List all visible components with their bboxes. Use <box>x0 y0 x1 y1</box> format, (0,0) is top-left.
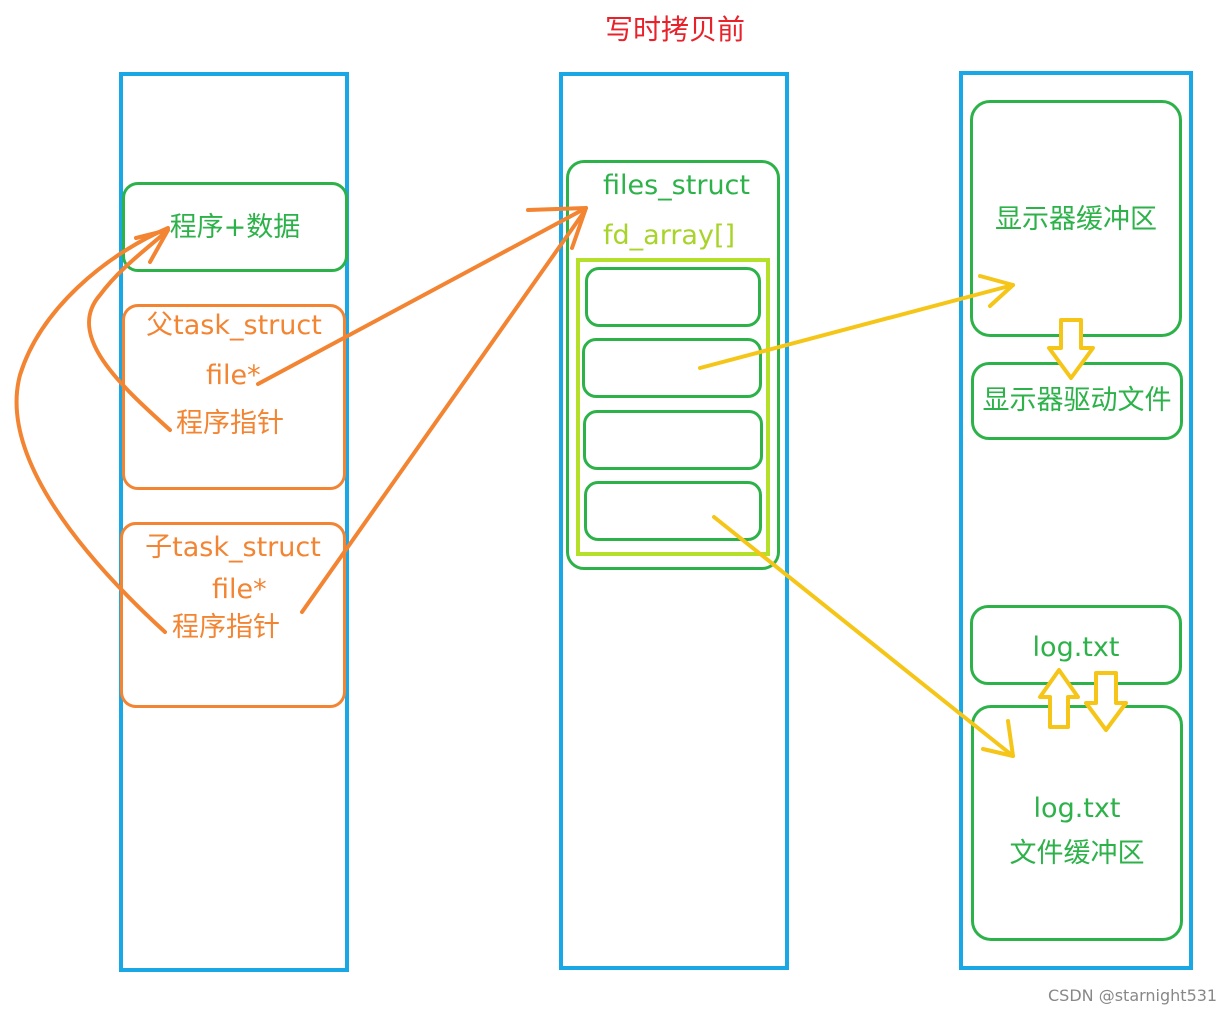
files-struct-label: files_struct <box>603 170 750 201</box>
fd-array-slot <box>584 481 762 541</box>
parent-program-pointer-label: 程序指针 <box>176 408 284 439</box>
fd-array-label: fd_array[] <box>603 220 736 251</box>
child-file-pointer-label: file* <box>212 574 267 605</box>
display-buffer-label: 显示器缓冲区 <box>995 204 1157 235</box>
program-data-label: 程序+数据 <box>169 212 301 243</box>
fd-array-slot <box>582 338 762 398</box>
fd-array-slot <box>585 267 761 327</box>
display-driver-label: 显示器驱动文件 <box>982 385 1172 416</box>
parent-file-pointer-label: file* <box>206 360 261 391</box>
child-program-pointer-label: 程序指针 <box>172 612 280 643</box>
log-buffer-name: log.txt <box>1033 793 1121 824</box>
log-file-label: log.txt <box>1032 632 1120 663</box>
diagram-title: 写时拷贝前 <box>604 13 745 46</box>
watermark: CSDN @starnight531 <box>1048 986 1218 1005</box>
parent-task-struct-title: 父task_struct <box>146 310 322 341</box>
child-task-struct-title: 子task_struct <box>145 532 321 563</box>
log-buffer-label: 文件缓冲区 <box>1009 838 1145 869</box>
fd-array-slot <box>583 410 763 470</box>
